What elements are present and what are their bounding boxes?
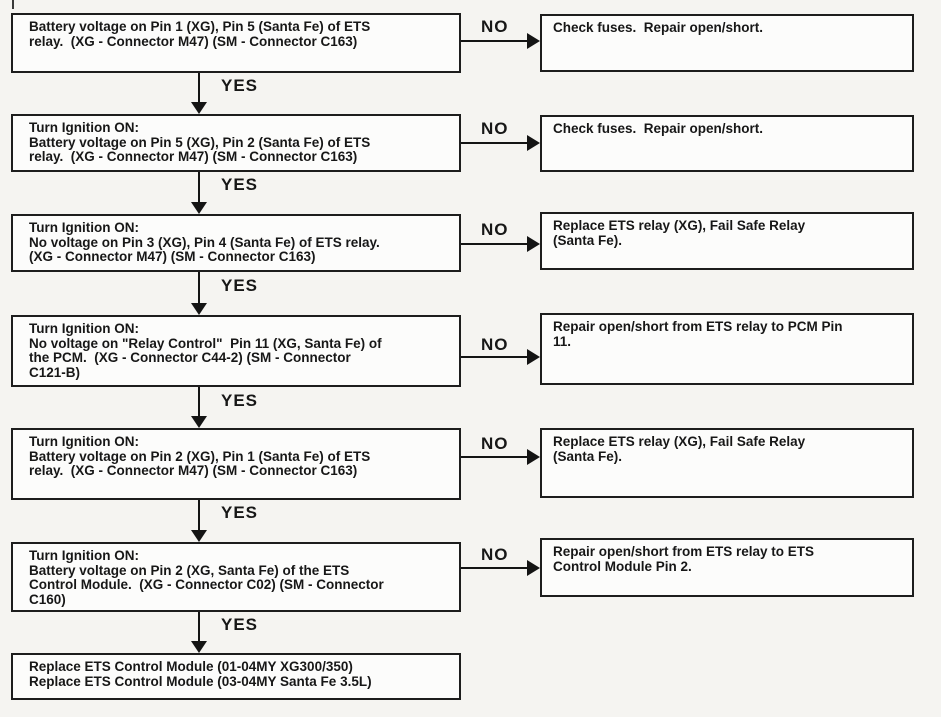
yes-arrowhead-5: [191, 530, 207, 542]
yes-arrowhead-4: [191, 416, 207, 428]
no-arrow-line-3: [461, 243, 528, 245]
no-arrowhead-4: [527, 349, 540, 365]
no-label-4: NO: [481, 335, 509, 354]
no-arrow-line-5: [461, 456, 528, 458]
yes-arrow-line-3: [198, 272, 200, 304]
no-arrowhead-3: [527, 236, 540, 252]
yes-label-4: YES: [221, 391, 259, 410]
yes-label-3: YES: [221, 276, 259, 295]
yes-arrow-line-2: [198, 172, 200, 203]
question-box-2: Turn Ignition ON: Battery voltage on Pin…: [11, 114, 461, 172]
no-label-6: NO: [481, 545, 509, 564]
no-label-3: NO: [481, 220, 509, 239]
no-arrow-line-2: [461, 142, 528, 144]
yes-arrow-line-5: [198, 500, 200, 531]
no-arrowhead-2: [527, 135, 540, 151]
action-box-4: Repair open/short from ETS relay to PCM …: [540, 313, 914, 385]
action-box-3: Replace ETS relay (XG), Fail Safe Relay …: [540, 212, 914, 270]
no-arrowhead-6: [527, 560, 540, 576]
yes-label-1: YES: [221, 76, 259, 95]
yes-arrow-line-4: [198, 387, 200, 417]
yes-arrowhead-1: [191, 102, 207, 114]
question-box-1: Battery voltage on Pin 1 (XG), Pin 5 (Sa…: [11, 13, 461, 73]
yes-arrow-line-6: [198, 612, 200, 642]
no-label-2: NO: [481, 119, 509, 138]
no-arrow-line-6: [461, 567, 528, 569]
final-action-box: Replace ETS Control Module (01-04MY XG30…: [11, 653, 461, 700]
yes-arrowhead-2: [191, 202, 207, 214]
question-box-5: Turn Ignition ON: Battery voltage on Pin…: [11, 428, 461, 500]
no-arrow-line-1: [461, 40, 528, 42]
yes-arrowhead-3: [191, 303, 207, 315]
no-arrow-line-4: [461, 356, 528, 358]
action-box-1: Check fuses. Repair open/short.: [540, 14, 914, 72]
no-label-1: NO: [481, 17, 509, 36]
scan-artifact-tick: [12, 0, 14, 9]
no-label-5: NO: [481, 434, 509, 453]
question-box-6: Turn Ignition ON: Battery voltage on Pin…: [11, 542, 461, 612]
yes-label-6: YES: [221, 615, 259, 634]
action-box-5: Replace ETS relay (XG), Fail Safe Relay …: [540, 428, 914, 498]
no-arrowhead-5: [527, 449, 540, 465]
yes-arrow-line-1: [198, 73, 200, 103]
yes-label-5: YES: [221, 503, 259, 522]
action-box-2: Check fuses. Repair open/short.: [540, 115, 914, 172]
no-arrowhead-1: [527, 33, 540, 49]
question-box-4: Turn Ignition ON: No voltage on "Relay C…: [11, 315, 461, 387]
question-box-3: Turn Ignition ON: No voltage on Pin 3 (X…: [11, 214, 461, 272]
yes-arrowhead-6: [191, 641, 207, 653]
yes-label-2: YES: [221, 175, 259, 194]
action-box-6: Repair open/short from ETS relay to ETS …: [540, 538, 914, 597]
